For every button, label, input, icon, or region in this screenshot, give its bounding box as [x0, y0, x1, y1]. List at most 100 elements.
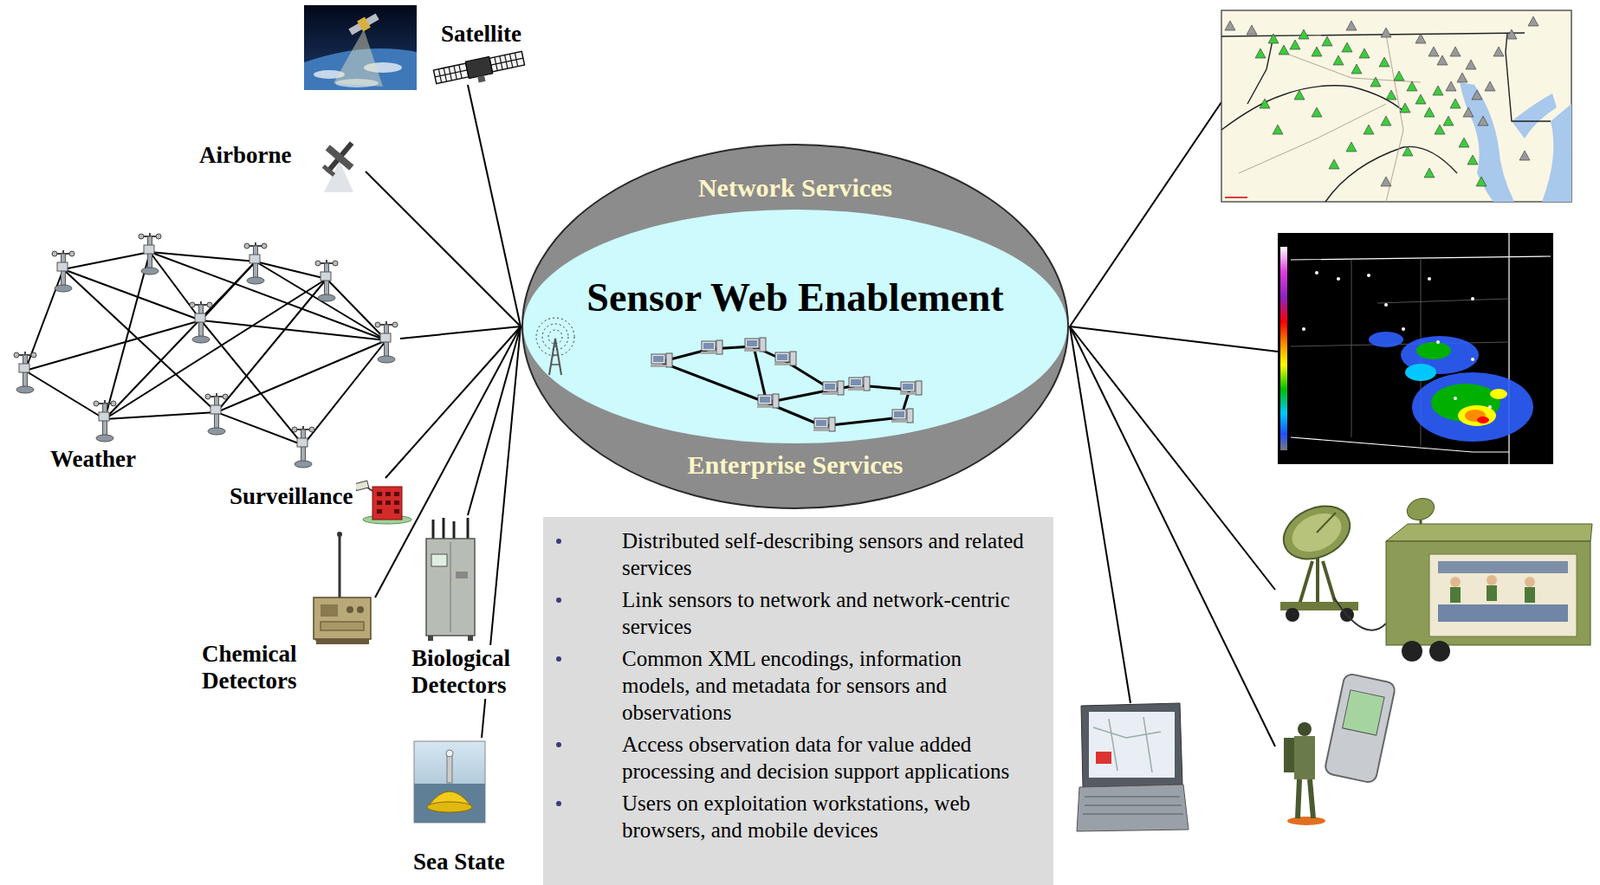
station-map	[1289, 39, 1301, 50]
station-map	[1311, 46, 1322, 57]
satellite-photo	[356, 16, 371, 32]
satellite-icon	[477, 75, 486, 84]
distribution-lines	[1069, 326, 1131, 704]
station-map	[1428, 46, 1439, 57]
station-map	[1450, 98, 1461, 109]
weather-network-links	[200, 320, 387, 341]
station-map	[1224, 196, 1248, 199]
bullet-dot	[556, 742, 562, 748]
connector-line	[385, 326, 521, 479]
command-trailer	[1316, 512, 1336, 533]
radar-image	[1366, 273, 1371, 278]
station-map	[1346, 142, 1357, 152]
radar-image	[1416, 342, 1452, 360]
server-network-links	[660, 346, 910, 427]
station-map	[1359, 48, 1370, 59]
chemical-detector-device	[313, 597, 371, 640]
biological-detector-cabinet	[433, 518, 468, 539]
laptop	[1076, 703, 1189, 832]
station-map	[1415, 94, 1426, 104]
command-trailer	[1438, 604, 1568, 622]
soldier-handheld	[1297, 722, 1312, 737]
station-map	[1511, 93, 1557, 139]
station-map	[1443, 116, 1454, 126]
surveillance-building	[367, 487, 373, 492]
weather-station	[138, 233, 162, 275]
weather-sensor-network: Weather	[8, 199, 401, 475]
biological-detector-cabinet	[467, 635, 473, 642]
chemical-detector-device	[356, 606, 364, 614]
station-map	[1221, 32, 1551, 202]
station-map	[1450, 46, 1461, 57]
command-trailer	[1429, 641, 1451, 662]
server-icon	[650, 353, 673, 368]
station-map	[1221, 10, 1572, 202]
soldier-handheld	[1297, 779, 1314, 819]
satellite-photo	[347, 11, 381, 38]
sensor-label: Surveillance	[226, 483, 357, 511]
server-icon	[900, 381, 922, 396]
station-map	[1255, 29, 1487, 187]
command-trailer	[1524, 576, 1536, 588]
chemical-detector-device	[336, 531, 343, 538]
command-trailer	[1524, 587, 1536, 603]
buoy-photo	[414, 783, 486, 823]
weather-network-links	[216, 278, 327, 413]
distribution-lines	[1069, 326, 1278, 352]
feature-list-panel: Distributed self-describing sensors and …	[543, 517, 1054, 885]
ellipse-outline	[523, 209, 1068, 444]
airborne-platform	[315, 133, 364, 193]
bullet-row: Distributed self-describing sensors and …	[621, 527, 1035, 582]
chemical-detector-device	[315, 639, 370, 645]
soldier-handheld	[1294, 736, 1315, 780]
satellite-photo	[348, 13, 379, 36]
weather-station	[244, 242, 267, 285]
chemical-detector-device	[320, 621, 364, 631]
bullet-row: Access observation data for value added …	[621, 731, 1035, 785]
buoy-photo	[446, 755, 453, 784]
weather-network-links	[25, 370, 105, 420]
weather-network-links	[25, 320, 201, 371]
connector-line	[400, 326, 521, 339]
station-map	[1424, 168, 1435, 178]
weather-station	[205, 393, 228, 435]
weather-station	[13, 351, 37, 394]
command-trailer	[1429, 554, 1577, 637]
station-map	[1458, 137, 1470, 148]
radar-image	[1470, 297, 1475, 301]
station-map	[1328, 159, 1340, 169]
station-map	[1380, 116, 1392, 126]
server-icon	[744, 337, 766, 352]
sea-state-buoy: Sea State	[407, 738, 533, 881]
station-map	[1457, 72, 1468, 83]
radar-image	[1277, 233, 1554, 465]
laptop	[1095, 751, 1112, 765]
bullet-text: Access observation data for value added …	[621, 731, 1035, 785]
distribution-lines	[1069, 326, 1276, 590]
station-map	[1294, 90, 1305, 100]
soldier-handheld	[1283, 673, 1397, 826]
station-map	[1415, 33, 1426, 44]
biological-detector-cabinet	[450, 542, 452, 633]
connector-line	[467, 326, 521, 516]
station-map	[1467, 155, 1478, 165]
radar-image	[1489, 388, 1508, 400]
radar-image	[1476, 416, 1490, 424]
server-icon	[813, 417, 836, 432]
station-map	[1379, 57, 1390, 67]
station-map	[1386, 90, 1397, 100]
server-icon	[700, 340, 723, 355]
radar-image	[1280, 246, 1288, 451]
weather-station	[51, 250, 75, 292]
connector-line	[365, 171, 521, 327]
laptop	[1081, 703, 1183, 788]
radar-image	[1290, 233, 1551, 465]
sensor-web-ellipse: Network ServicesSensor Web EnablementEnt…	[520, 142, 1070, 511]
satellite-icon	[465, 56, 493, 78]
radar-image	[1277, 233, 1554, 465]
biological-detector-cabinet	[431, 554, 447, 567]
station-map	[1268, 33, 1279, 44]
chemical-detector-device	[320, 604, 338, 617]
weather-network-links	[303, 340, 387, 446]
